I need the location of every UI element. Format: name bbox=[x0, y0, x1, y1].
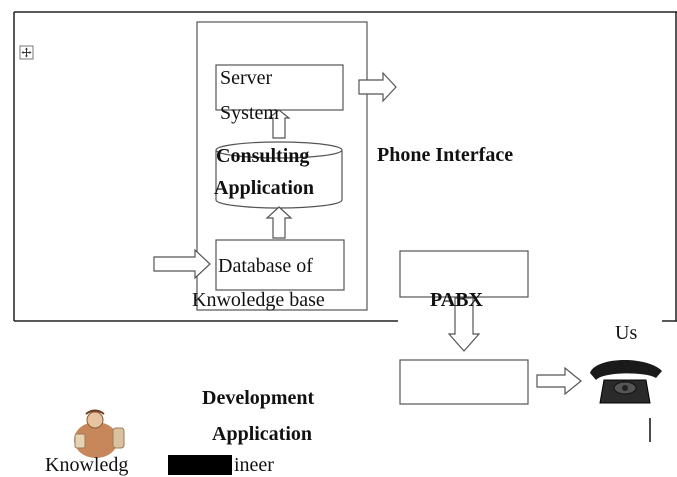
knowledge-engineer-label-right: ineer bbox=[234, 454, 274, 476]
server-system-label-line2: System bbox=[220, 102, 279, 124]
redaction-bar bbox=[168, 455, 232, 475]
arrow-to-telephone bbox=[536, 366, 582, 396]
pabx-box bbox=[399, 250, 529, 298]
consulting-label-line1: Consulting bbox=[216, 145, 310, 167]
consulting-label-line2: Application bbox=[214, 177, 315, 199]
database-label-line1: Database of bbox=[218, 255, 313, 277]
database-label-line2: Knwoledge base bbox=[192, 289, 325, 311]
phone-interface-label: Phone Interface bbox=[377, 144, 514, 166]
phone-line-box bbox=[399, 359, 529, 405]
knowledge-engineer-label-left: Knowledg bbox=[45, 454, 129, 476]
arrow-consulting-to-server bbox=[267, 109, 291, 139]
development-label-line2: Application bbox=[212, 423, 313, 445]
consulting-application-cylinder bbox=[215, 141, 343, 209]
user-label: Us bbox=[615, 322, 638, 344]
development-label-line1: Development bbox=[202, 387, 315, 409]
arrow-server-to-phone-interface bbox=[358, 71, 397, 103]
move-handle-icon[interactable] bbox=[19, 45, 34, 60]
knowledge-engineer-icon bbox=[74, 409, 125, 458]
arrow-development-to-database bbox=[153, 248, 211, 280]
arrow-database-to-consulting bbox=[265, 206, 293, 239]
server-system-box bbox=[215, 64, 344, 111]
pabx-label: PABX bbox=[430, 289, 483, 311]
server-system-label-line1: Server bbox=[220, 67, 273, 89]
telephone-icon bbox=[590, 359, 662, 404]
arrow-pabx-down bbox=[447, 297, 481, 352]
system-container bbox=[196, 21, 368, 311]
database-box bbox=[215, 239, 345, 291]
